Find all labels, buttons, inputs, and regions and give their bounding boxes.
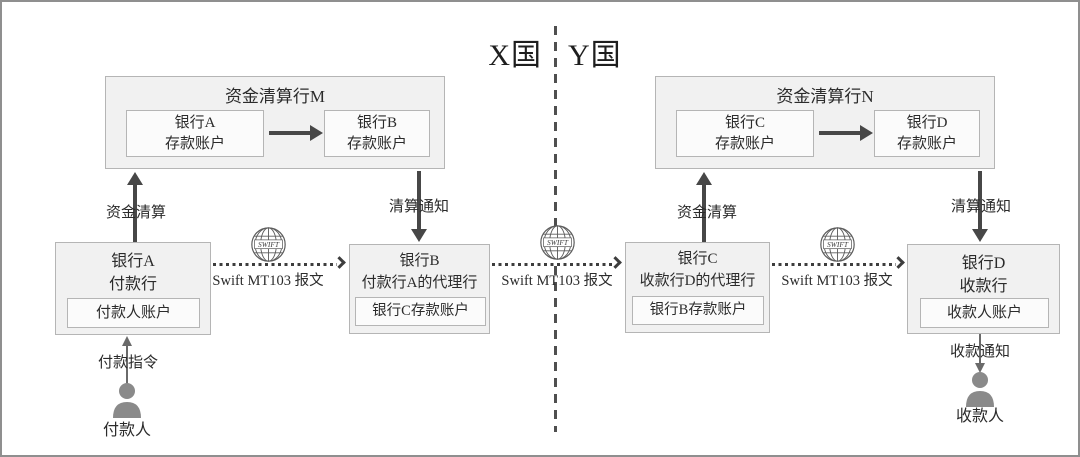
clearing-m-transfer-arrowhead [310,125,323,141]
bank-d-deposit-line2: 存款账户 [896,135,957,152]
funds-clearing-arrow-left [133,184,137,242]
clearing-n-transfer-arrow [819,131,861,135]
bank-b-deposit-at-c-box: 银行B存款账户 [632,296,764,325]
bank-c-deposit-at-b-box: 银行C存款账户 [355,297,486,326]
payment-order-label: 付款指令 [97,355,158,371]
receipt-notice-arrow [979,334,981,366]
funds-clearing-label-left: 资金清算 [105,205,166,221]
swift-message-label-3: Swift MT103 报文 [781,273,893,289]
bank-c-deposit-line2: 存款账户 [714,135,775,152]
swift-globe-icon-3: SWIFT [819,226,856,268]
country-label-x: X国 [488,39,542,72]
clearing-bank-n-title: 资金清算行N [776,87,874,106]
clearing-notice-arrowhead-right [972,229,988,242]
bank-d-title-line2: 收款行 [959,278,1008,296]
bank-d-deposit-line1: 银行D [906,115,948,132]
swift-globe-icon-1: SWIFT [250,226,287,268]
bank-b-deposit-line1: 银行B [356,115,397,132]
swift-arrow-c-to-d [772,263,896,266]
clearing-bank-m-box: 资金清算行M 银行A 存款账户 银行B 存款账户 [105,76,445,169]
bank-a-title-line2: 付款行 [108,276,157,294]
swift-icon-text-1: SWIFT [258,240,280,249]
funds-clearing-label-right: 资金清算 [676,205,737,221]
swift-globe-icon-2: SWIFT [539,224,576,266]
payer-account-box: 付款人账户 [67,298,200,328]
bank-d-title-line1: 银行D [961,255,1006,272]
bank-d-title: 银行D 收款行 [908,252,1059,298]
bank-b-title-line1: 银行B [399,253,440,269]
swift-arrowhead-b-to-c [609,255,622,269]
bank-b-title-line2: 付款行A的代理行 [361,274,478,291]
bank-c-box: 银行C 收款行D的代理行 银行B存款账户 [625,242,770,333]
bank-a-title: 银行A 付款行 [56,250,210,296]
bank-a-deposit-account-box: 银行A 存款账户 [126,110,264,157]
swift-arrow-a-to-b [213,263,337,266]
bank-b-deposit-account-box: 银行B 存款账户 [324,110,430,157]
clearing-notice-arrow-right [978,171,982,229]
clearing-notice-arrowhead-left [411,229,427,242]
swift-arrowhead-c-to-d [892,255,905,269]
payment-order-arrowhead [122,336,132,346]
clearing-notice-label-right: 清算通知 [950,199,1011,215]
bank-c-title-line1: 银行C [677,251,718,267]
swift-message-label-2: Swift MT103 报文 [501,273,613,289]
bank-c-deposit-account-box: 银行C 存款账户 [676,110,814,157]
payer-person-icon [110,382,144,424]
bank-c-deposit-at-b-label: 银行C存款账户 [372,302,469,319]
bank-a-box: 银行A 付款行 付款人账户 [55,242,211,335]
clearing-m-transfer-arrow [269,131,311,135]
swift-icon-text-2: SWIFT [547,238,569,247]
payer-label: 付款人 [102,422,151,439]
bank-d-box: 银行D 收款行 收款人账户 [907,244,1060,334]
funds-clearing-arrowhead-right [696,172,712,185]
country-label-y: Y国 [568,39,622,72]
payer-account-label: 付款人账户 [95,304,171,321]
bank-a-deposit-line1: 银行A [174,115,216,132]
bank-c-title-line2: 收款行D的代理行 [639,272,756,289]
swift-message-label-1: Swift MT103 报文 [212,273,324,289]
receipt-notice-label: 收款通知 [949,344,1010,360]
bank-c-title: 银行C 收款行D的代理行 [626,249,769,293]
bank-b-box: 银行B 付款行A的代理行 银行C存款账户 [349,244,490,334]
funds-clearing-arrow-right [702,184,706,242]
bank-b-title: 银行B 付款行A的代理行 [350,251,489,295]
payee-account-box: 收款人账户 [920,298,1049,328]
bank-c-deposit-line1: 银行C [724,115,765,132]
bank-a-title-line1: 银行A [111,253,155,270]
payee-label: 收款人 [955,408,1004,425]
receipt-notice-arrowhead [975,363,985,373]
clearing-notice-arrow-left [417,171,421,229]
bank-d-deposit-account-box: 银行D 存款账户 [874,110,980,157]
clearing-n-transfer-arrowhead [860,125,873,141]
payee-account-label: 收款人账户 [946,304,1022,321]
payee-person-icon [963,371,997,413]
swift-icon-text-3: SWIFT [827,240,849,249]
swift-arrow-b-to-c [492,263,613,266]
clearing-bank-n-box: 资金清算行N 银行C 存款账户 银行D 存款账户 [655,76,995,169]
swift-arrowhead-a-to-b [333,255,346,269]
funds-clearing-arrowhead-left [127,172,143,185]
bank-b-deposit-at-c-label: 银行B存款账户 [649,301,747,318]
payment-order-arrow [126,342,128,386]
bank-a-deposit-line2: 存款账户 [164,135,225,152]
clearing-bank-m-title: 资金清算行M [224,87,326,106]
bank-b-deposit-line2: 存款账户 [346,135,407,152]
clearing-notice-label-left: 清算通知 [388,199,449,215]
